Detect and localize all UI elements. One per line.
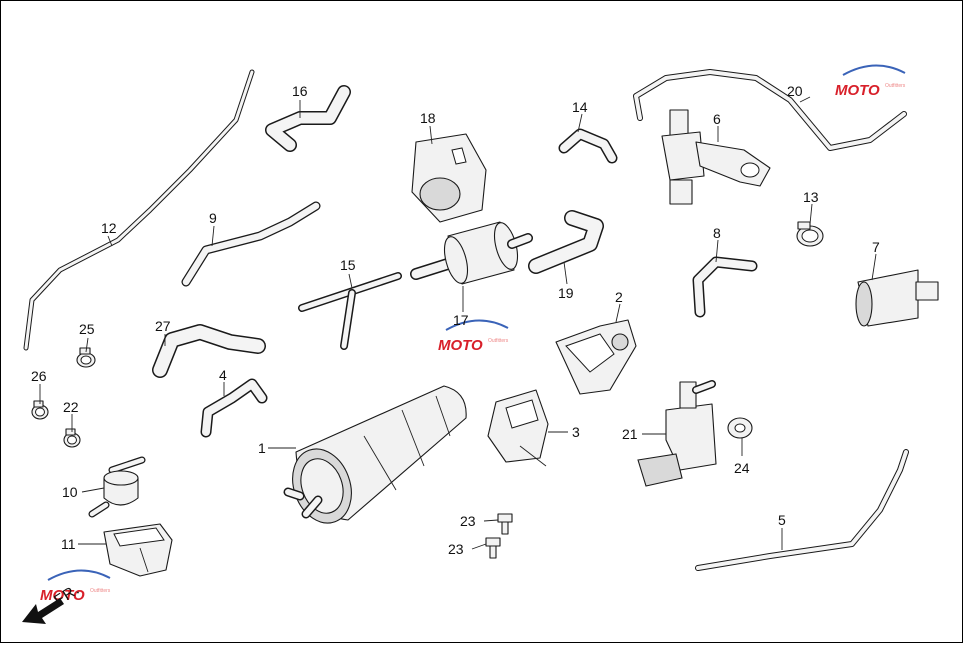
callout-24: 24	[734, 460, 750, 476]
watermark-tagline: Outfitters	[90, 588, 111, 594]
part-7-cylinder[interactable]	[855, 269, 939, 327]
callout-1: 1	[258, 440, 266, 456]
callout-27: 27	[155, 318, 171, 334]
part-4-hose[interactable]	[200, 378, 268, 438]
part-20-tube[interactable]	[633, 69, 907, 151]
part-3-bracket[interactable]	[487, 389, 549, 467]
callout-4: 4	[219, 367, 227, 383]
part-10-fuel-filter[interactable]	[88, 456, 146, 518]
callout-22: 22	[63, 399, 79, 415]
watermark-bottom-left: MOTO Outfitters	[40, 569, 111, 604]
callout-3: 3	[572, 424, 580, 440]
callout-13: 13	[803, 189, 819, 205]
part-5-tube[interactable]	[695, 449, 909, 571]
part-13-clamp[interactable]	[796, 221, 824, 247]
part-23-bolt-lower[interactable]	[485, 537, 501, 559]
part-16-hose[interactable]	[265, 85, 351, 152]
callout-6: 6	[713, 111, 721, 127]
callout-17: 17	[453, 312, 469, 328]
part-25-clamp[interactable]	[76, 347, 96, 368]
part-19-elbow[interactable]	[528, 210, 604, 274]
callout-8: 8	[713, 225, 721, 241]
part-17-inline-filter[interactable]	[410, 220, 533, 286]
part-26-clamp[interactable]	[31, 400, 49, 420]
part-15-y-connector[interactable]	[298, 272, 402, 350]
part-14-hose[interactable]	[558, 128, 618, 164]
part-9-hose[interactable]	[181, 201, 321, 287]
watermark-text: MOTO	[438, 337, 483, 354]
callouts: 12 16 9 15 27 4 25 26 22 10 11 1 18 17 1…	[31, 83, 880, 557]
part-27-hose[interactable]	[152, 324, 266, 378]
part-24-washer[interactable]	[727, 417, 753, 439]
watermark-text: MOTO	[40, 587, 85, 604]
part-2-housing[interactable]	[555, 319, 637, 395]
part-6-valve[interactable]	[661, 109, 771, 205]
callout-23-upper: 23	[460, 513, 476, 529]
callout-10: 10	[62, 484, 78, 500]
callout-20: 20	[787, 83, 803, 99]
part-8-hose[interactable]	[692, 256, 758, 318]
callout-21: 21	[622, 426, 638, 442]
callout-19: 19	[558, 285, 574, 301]
callout-12: 12	[101, 220, 117, 236]
callout-14: 14	[572, 99, 588, 115]
callout-23-lower: 23	[448, 541, 464, 557]
callout-15: 15	[340, 257, 356, 273]
part-12-hose[interactable]	[23, 69, 255, 351]
callout-7: 7	[872, 239, 880, 255]
callout-2: 2	[615, 289, 623, 305]
part-22-clamp[interactable]	[63, 428, 81, 448]
part-11-bracket[interactable]	[103, 523, 173, 577]
part-18-cap[interactable]	[411, 133, 487, 223]
callout-9: 9	[209, 210, 217, 226]
watermark-center: MOTO Outfitters	[438, 319, 509, 354]
watermark-tagline: Outfitters	[885, 83, 906, 89]
part-21-solenoid[interactable]	[637, 380, 717, 487]
leader-lines	[39, 96, 877, 550]
part-1-canister[interactable]	[283, 385, 467, 531]
callout-18: 18	[420, 110, 436, 126]
callout-11: 11	[61, 536, 76, 552]
watermark-tagline: Outfitters	[488, 338, 509, 344]
callout-26: 26	[31, 368, 47, 384]
arrow-left-down-icon	[22, 598, 64, 624]
watermark-top-right: MOTO Outfitters	[835, 64, 906, 99]
callout-16: 16	[292, 83, 308, 99]
callout-5: 5	[778, 512, 786, 528]
watermark-text: MOTO	[835, 82, 880, 99]
part-23-bolt-upper[interactable]	[497, 513, 513, 535]
callout-25: 25	[79, 321, 95, 337]
